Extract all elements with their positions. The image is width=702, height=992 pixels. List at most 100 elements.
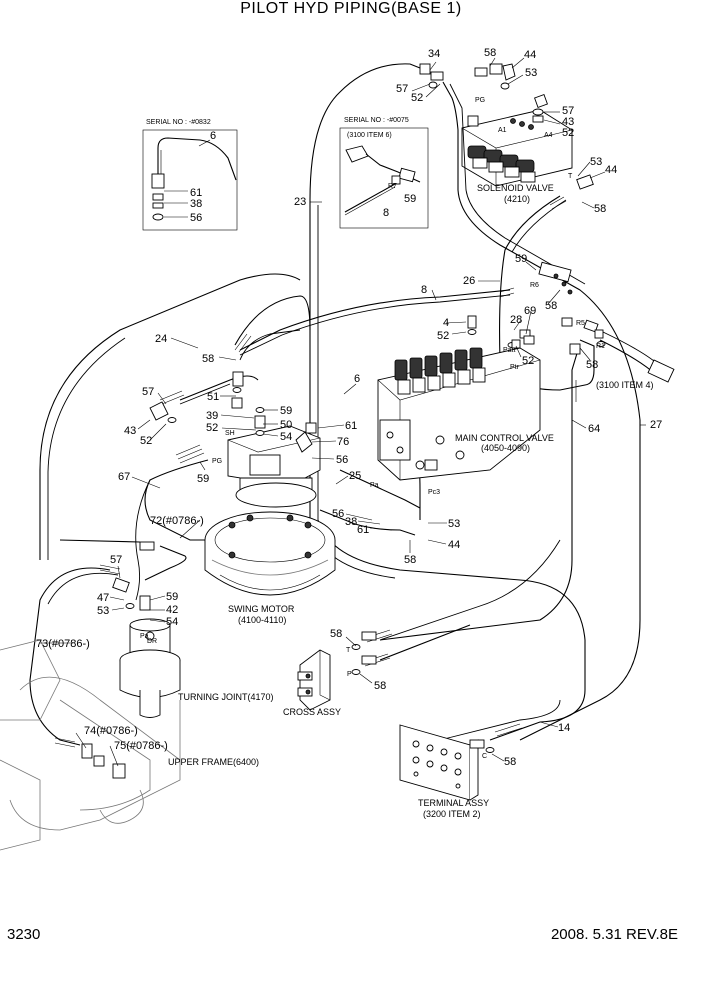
callout-59-inset: 59 xyxy=(404,193,416,205)
callout-27: 27 xyxy=(650,419,662,431)
callout-38-inset: 38 xyxy=(190,198,202,210)
callout-25: 25 xyxy=(349,470,361,482)
callout-44-lower: 44 xyxy=(448,539,460,551)
callout-52-right-lower: 52 xyxy=(522,355,534,367)
callout-39: 39 xyxy=(206,410,218,422)
callout-43-solenoid: 43 xyxy=(562,116,574,128)
callout-73: 73(#0786-) xyxy=(36,638,90,650)
callout-52-top: 52 xyxy=(411,92,423,104)
callout-44-solenoid: 44 xyxy=(605,164,617,176)
callout-61-lower: 61 xyxy=(357,524,369,536)
callout-58-right: 58 xyxy=(545,300,557,312)
callout-4: 4 xyxy=(443,317,449,329)
callout-56-inset: 56 xyxy=(190,212,202,224)
port-a4: A4 xyxy=(544,132,553,139)
ref-3100-item4-label: (3100 ITEM 4) xyxy=(596,380,654,390)
revision-label: 2008. 5.31 REV.8E xyxy=(550,926,678,943)
callout-57-top: 57 xyxy=(396,83,408,95)
callout-50: 50 xyxy=(280,419,292,431)
callout-52-solenoid: 52 xyxy=(562,127,574,139)
callout-69: 69 xyxy=(524,305,536,317)
port-p-cross: P xyxy=(347,671,352,678)
callout-34: 34 xyxy=(428,48,440,60)
port-r6: R6 xyxy=(530,282,539,289)
port-t-solenoid: T xyxy=(568,173,573,180)
callout-72: 72(#0786-) xyxy=(150,515,204,527)
port-pg-solenoid: PG xyxy=(475,97,485,104)
callout-74: 74(#0786-) xyxy=(84,725,138,737)
callout-labels: 6 61 38 56 8 59 34 57 52 58 44 53 57 43 … xyxy=(36,47,662,768)
callout-8-inset: 8 xyxy=(383,207,389,219)
callout-23: 23 xyxy=(294,196,306,208)
callout-47: 47 xyxy=(97,592,109,604)
callout-59-pg: 59 xyxy=(197,473,209,485)
callout-52-left: 52 xyxy=(140,435,152,447)
callout-58-cross-t: 58 xyxy=(330,628,342,640)
callout-58-left: 58 xyxy=(202,353,214,365)
callout-43-left: 43 xyxy=(124,425,136,437)
port-a1: A1 xyxy=(498,127,507,134)
callout-6: 6 xyxy=(354,373,360,385)
callout-38-lower: 38 xyxy=(345,516,357,528)
callout-59-motor: 59 xyxy=(280,405,292,417)
turning-joint-label: TURNING JOINT(4170) xyxy=(178,692,274,702)
callout-6-inset: 6 xyxy=(210,130,216,142)
port-dr: DR xyxy=(147,638,157,645)
inset-box-serial-0832: SERIAL NO : -#0832 xyxy=(142,119,238,231)
callout-57-solenoid: 57 xyxy=(562,105,574,117)
callout-58-cross-p: 58 xyxy=(374,680,386,692)
callout-14: 14 xyxy=(558,722,570,734)
swing-motor: SH PG SWING MOTOR (4100-4110) xyxy=(149,371,336,625)
callout-42: 42 xyxy=(166,604,178,616)
port-ptr: Ptr xyxy=(510,364,520,371)
terminal-assy-label: TERMINAL ASSY xyxy=(418,798,489,808)
inset-serial-0075-label: SERIAL NO : -#0075 xyxy=(344,117,409,124)
callout-24: 24 xyxy=(155,333,167,345)
port-patt: Patt xyxy=(503,347,516,354)
upper-frame-label: UPPER FRAME(6400) xyxy=(168,757,259,767)
callout-57-left: 57 xyxy=(142,386,154,398)
callout-53-lower: 53 xyxy=(448,518,460,530)
page-title: PILOT HYD PIPING(BASE 1) xyxy=(240,0,462,17)
callout-58-right-lower: 58 xyxy=(586,359,598,371)
callout-26: 26 xyxy=(463,275,475,287)
port-pc3: Pc3 xyxy=(428,489,440,496)
main-control-valve-label: MAIN CONTROL VALVE xyxy=(455,433,554,443)
callout-56-mcv: 56 xyxy=(336,454,348,466)
callout-52-motor: 52 xyxy=(206,422,218,434)
callout-28: 28 xyxy=(510,314,522,326)
cross-assy-label: CROSS ASSY xyxy=(283,707,341,717)
inset-box-serial-0075: SERIAL NO : -#0075 (3100 ITEM 6) xyxy=(339,117,429,229)
solenoid-valve: PG A1 A4 T SOLENOID VALVE (4210) xyxy=(461,94,594,204)
port-pa-mcv: Pa xyxy=(370,482,379,489)
port-r7: R7 xyxy=(388,183,397,190)
callout-59-joint: 59 xyxy=(166,591,178,603)
port-r1: R1 xyxy=(596,343,605,350)
swing-motor-code: (4100-4110) xyxy=(238,615,286,625)
callout-58-top: 58 xyxy=(484,47,496,59)
callout-52-mcv: 52 xyxy=(437,330,449,342)
swing-motor-label: SWING MOTOR xyxy=(228,604,295,614)
port-c-terminal: C xyxy=(482,753,487,760)
page-number: 3230 xyxy=(7,926,41,943)
callout-53-top: 53 xyxy=(525,67,537,79)
callout-64: 64 xyxy=(588,423,600,435)
port-r5: R5 xyxy=(576,320,585,327)
upper-frame: UPPER FRAME(6400) xyxy=(0,639,259,851)
callout-67: 67 xyxy=(118,471,130,483)
terminal-assy-code: (3200 ITEM 2) xyxy=(423,809,481,819)
callout-53-solenoid: 53 xyxy=(590,156,602,168)
terminal-assy: C TERMINAL ASSY (3200 ITEM 2) xyxy=(399,724,495,819)
hose-hatching xyxy=(54,196,577,748)
main-control-valve-code: (4050-4090) xyxy=(481,443,530,453)
main-control-valve: Patt Ptr Pc3 MAIN CONTROL VALVE (4050-40… xyxy=(377,315,554,496)
callout-58-solenoid: 58 xyxy=(594,203,606,215)
inset-0075-note: (3100 ITEM 6) xyxy=(347,132,392,139)
inset-serial-0832-label: SERIAL NO : -#0832 xyxy=(146,119,211,126)
callout-58-lower: 58 xyxy=(404,554,416,566)
callout-61-inset: 61 xyxy=(190,187,202,199)
callout-53-joint: 53 xyxy=(97,605,109,617)
top-fittings xyxy=(419,63,516,90)
callout-54-joint: 54 xyxy=(166,616,178,628)
